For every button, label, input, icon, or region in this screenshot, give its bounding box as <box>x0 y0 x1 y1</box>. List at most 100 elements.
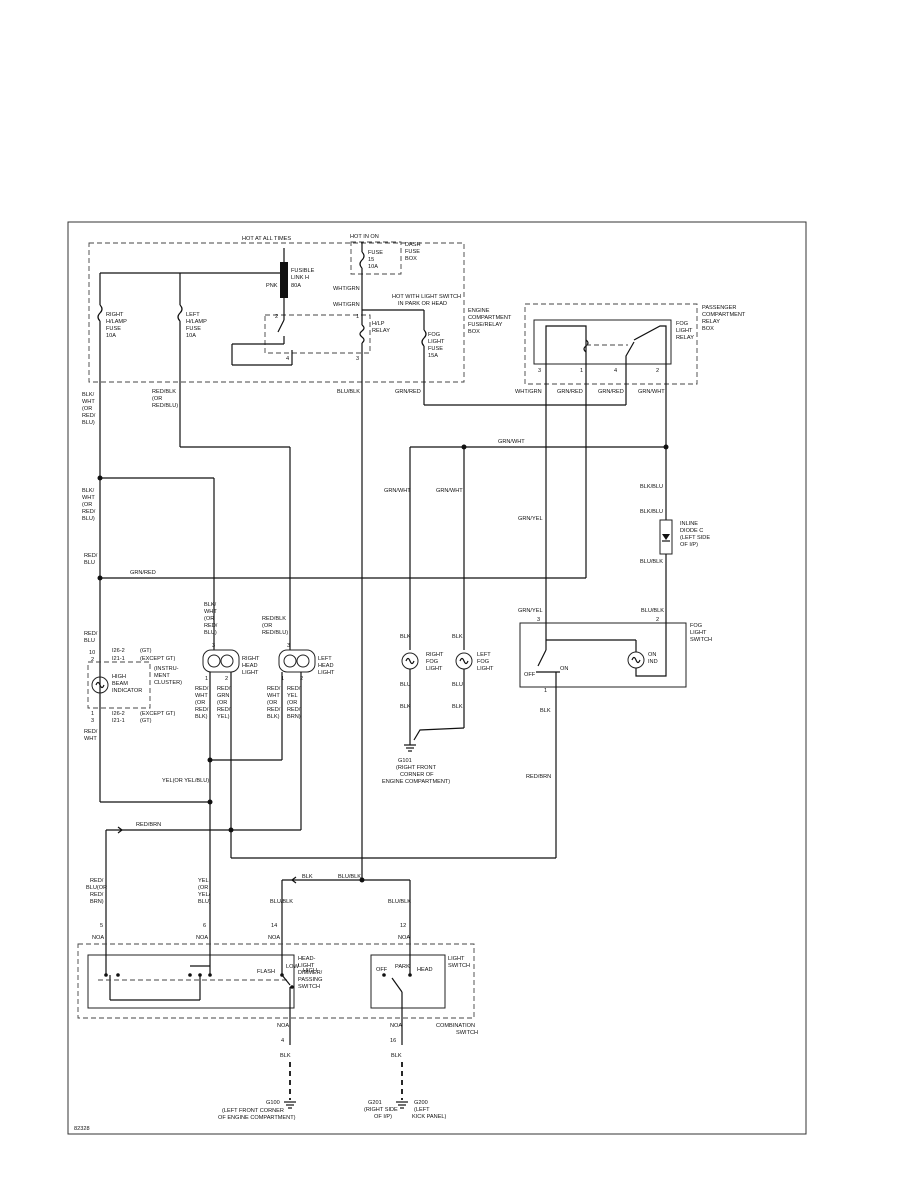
svg-text:FOG: FOG <box>428 332 440 338</box>
svg-text:RELAY: RELAY <box>676 335 694 341</box>
svg-text:FUSIBLE: FUSIBLE <box>291 268 315 274</box>
pin-3-rh: 3 <box>212 643 215 649</box>
wire-label-yel-or-yel-blu-v: YEL (OR YEL/ BLU) <box>198 878 211 905</box>
svg-text:(OR: (OR <box>204 616 214 622</box>
svg-text:DIODE C: DIODE C <box>680 528 703 534</box>
svg-text:WHT: WHT <box>84 736 97 742</box>
svg-text:HEAD: HEAD <box>318 663 334 669</box>
svg-text:LIGHT: LIGHT <box>298 963 315 969</box>
wire-label-grn-yel-1: GRN/YEL <box>518 516 543 522</box>
engine-fuse-relay-box <box>88 242 465 383</box>
svg-text:RED/: RED/ <box>82 509 96 515</box>
svg-text:HIGH: HIGH <box>112 674 126 680</box>
svg-text:(LEFT SIDE: (LEFT SIDE <box>680 535 710 541</box>
svg-text:G200: G200 <box>414 1100 428 1106</box>
svg-text:RED/: RED/ <box>84 729 98 735</box>
wire-label-blk-wht-left-1: BLK/ WHT (OR RED/ BLU) <box>82 392 96 426</box>
svg-text:WHT: WHT <box>82 399 95 405</box>
svg-text:LIGHT: LIGHT <box>318 670 335 676</box>
wire-label-red-wht-cluster: RED/ WHT <box>84 729 98 742</box>
headlight-dimmer-passing-switch[interactable] <box>87 954 295 1009</box>
pin-1-fog-switch: 1 <box>544 688 547 694</box>
svg-text:RED/: RED/ <box>84 631 98 637</box>
svg-text:LEFT: LEFT <box>318 656 332 662</box>
svg-text:OF ENGINE COMPARTMENT): OF ENGINE COMPARTMENT) <box>218 1115 296 1121</box>
light-switch[interactable] <box>370 954 446 1009</box>
right-hlamp-fuse-label: RIGHT H/LAMP FUSE 10A <box>106 312 127 339</box>
dimmer-switch-label: HEAD- LIGHT DIMMER/ PASSING SWITCH <box>298 956 323 990</box>
connector-i26-2-bot: I26-2 <box>112 711 125 717</box>
svg-text:WHT: WHT <box>195 693 208 699</box>
svg-text:(OR: (OR <box>262 623 272 629</box>
svg-text:LIGHT: LIGHT <box>448 956 465 962</box>
svg-text:OF I/P): OF I/P) <box>680 542 698 548</box>
right-hlamp-fuse-symbol <box>97 304 103 322</box>
svg-text:BLU(OR: BLU(OR <box>86 885 107 891</box>
pin-4-hlp: 4 <box>286 356 289 362</box>
fuse-15-label: FUSE 15 10A <box>368 250 383 270</box>
svg-text:BLK/: BLK/ <box>204 602 217 608</box>
wire-label-wht-grn-2: WHT/GRN <box>333 302 360 308</box>
left-fog-light <box>455 652 473 670</box>
svg-text:RED/: RED/ <box>90 892 104 898</box>
connector-i21-1-bot: I21-1 <box>112 718 125 724</box>
wire-label-blk-lfog: BLK <box>452 634 463 640</box>
svg-text:G201: G201 <box>368 1100 382 1106</box>
instrument-cluster-label: (INSTRU- MENT CLUSTER) <box>154 666 182 686</box>
wire-label-lh-lower-right: RED/ YEL (OR RED/ BRN) <box>287 686 301 720</box>
svg-text:FUSE: FUSE <box>405 249 420 255</box>
fog-light-switch[interactable] <box>519 622 687 688</box>
left-head-light-label: LEFT HEAD LIGHT <box>318 656 335 676</box>
pin-2-rh: 2 <box>225 676 228 682</box>
svg-text:RED/BLK: RED/BLK <box>262 616 286 622</box>
wire-label-blu-blk-14: BLU/BLK <box>270 899 293 905</box>
svg-text:WHT: WHT <box>82 495 95 501</box>
connector-except-gt-top: (EXCEPT GT) <box>140 656 175 662</box>
dash-fuse-box <box>350 241 402 275</box>
svg-text:(INSTRU-: (INSTRU- <box>154 666 179 672</box>
wire-label-grn-wht-relay: GRN/WHT <box>638 389 665 395</box>
svg-text:(RIGHT SIDE: (RIGHT SIDE <box>364 1107 398 1113</box>
svg-text:SWITCH: SWITCH <box>448 963 470 969</box>
svg-text:BLK/: BLK/ <box>82 392 95 398</box>
svg-text:RIGHT: RIGHT <box>106 312 124 318</box>
svg-text:LEFT: LEFT <box>477 652 491 658</box>
svg-text:SWITCH: SWITCH <box>690 637 712 643</box>
wire-label-red-blk-left: RED/BLK (OR RED/BLU) <box>152 389 178 409</box>
svg-text:LIGHT: LIGHT <box>690 630 707 636</box>
fog-light-fuse-symbol <box>421 329 427 347</box>
svg-text:(OR: (OR <box>82 502 92 508</box>
svg-text:BLK): BLK) <box>267 714 280 720</box>
pin-12-noa: 12 <box>400 923 406 929</box>
wire-label-blu-rfog: BLU <box>400 682 411 688</box>
svg-text:RED/: RED/ <box>82 413 96 419</box>
wire-label-rh-lower-left: RED/ WHT (OR RED/ BLK) <box>195 686 209 720</box>
svg-text:10A: 10A <box>106 333 116 339</box>
hlp-relay-label-1: H/LP <box>372 321 385 327</box>
fog-light-fuse-label: FOG LIGHT FUSE 15A <box>428 332 445 359</box>
noa-label-6: NOA <box>196 935 208 941</box>
pin-1-rh: 1 <box>205 676 208 682</box>
pin-2-hlp: 2 <box>275 314 278 320</box>
engine-box-label-3: FUSE/RELAY <box>468 322 503 328</box>
svg-text:15: 15 <box>368 257 374 263</box>
pin-1-relay: 1 <box>580 368 583 374</box>
svg-text:LIGHT: LIGHT <box>428 339 445 345</box>
svg-text:RED/: RED/ <box>195 686 209 692</box>
combination-switch <box>77 943 475 1019</box>
svg-text:80A: 80A <box>291 283 301 289</box>
svg-text:G101: G101 <box>398 758 412 764</box>
fog-light-switch-label: FOG LIGHT SWITCH <box>690 623 712 643</box>
hot-at-all-times-label: HOT AT ALL TIMES <box>242 236 291 242</box>
svg-text:RED/: RED/ <box>204 623 218 629</box>
right-fog-light-label: RIGHT FOG LIGHT <box>426 652 444 672</box>
svg-text:ENGINE COMPARTMENT): ENGINE COMPARTMENT) <box>382 779 450 785</box>
svg-text:BLU): BLU) <box>82 420 95 426</box>
wire-label-lh-lower-left: RED/ WHT (OR RED/ BLK) <box>267 686 281 720</box>
wire-label-blk-bus: BLK <box>302 874 313 880</box>
svg-text:HEAD-: HEAD- <box>298 956 316 962</box>
engine-box-label-1: ENGINE <box>468 308 490 314</box>
dimmer-low-label: LOW <box>286 964 299 970</box>
wire-label-blk-g200: BLK <box>391 1053 402 1059</box>
